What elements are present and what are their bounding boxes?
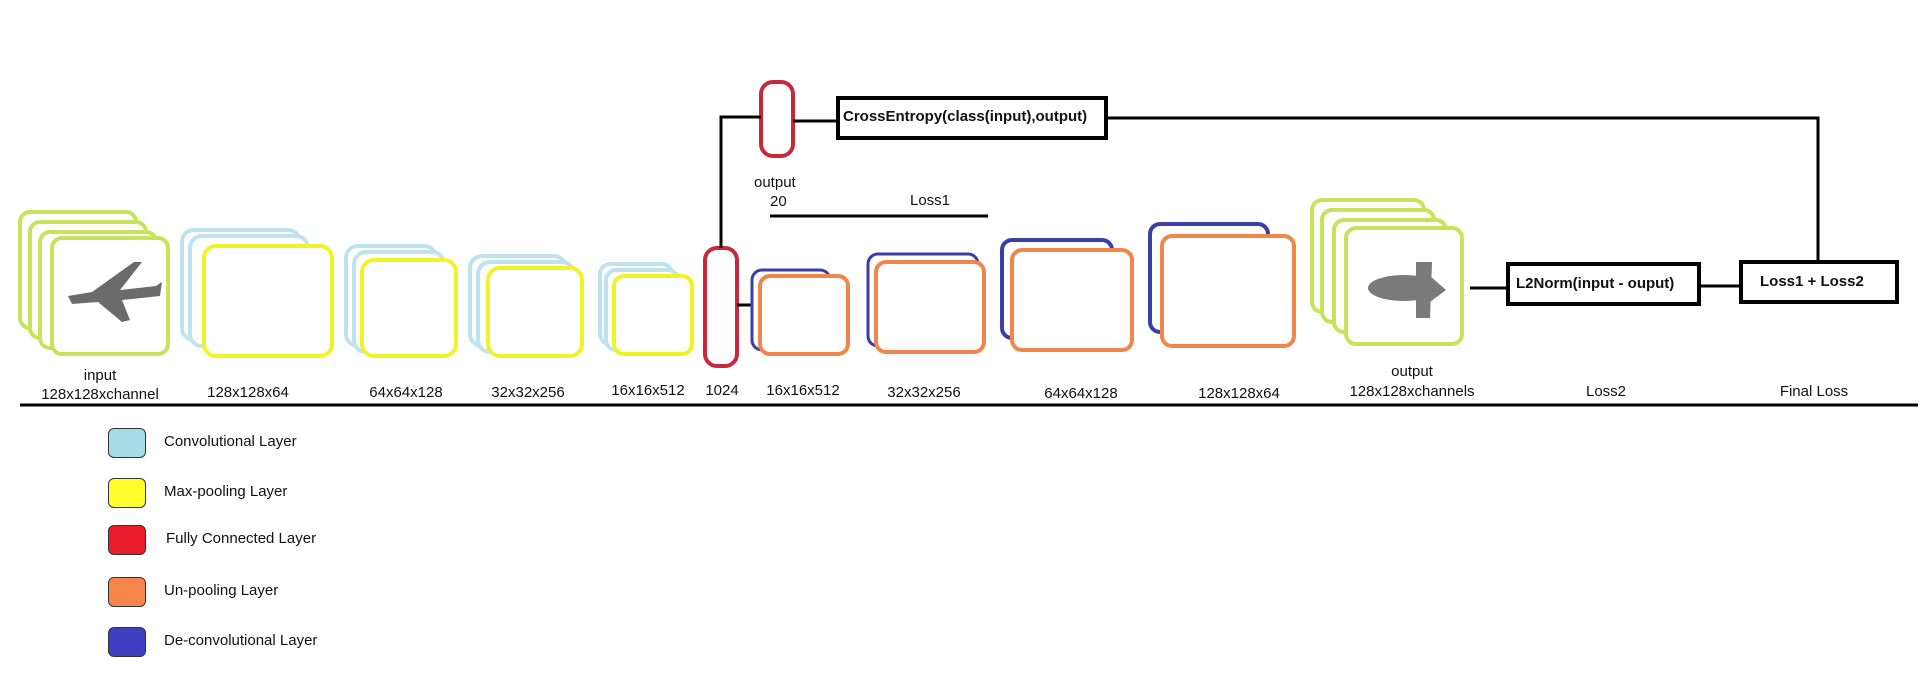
- legend-swatch-fc: [108, 525, 146, 555]
- legend-swatch-unpool: [108, 577, 146, 607]
- input-dims-label: 128x128xchannel: [41, 386, 159, 403]
- fc-label: 1024: [705, 382, 739, 399]
- input-image-stack: [18, 210, 170, 356]
- encoder-layer-32x32x256: [468, 254, 584, 358]
- fc-output-20: [759, 80, 795, 158]
- l2norm-text: L2Norm(input - ouput): [1516, 275, 1675, 292]
- legend-swatch-conv: [108, 428, 146, 458]
- crossentropy-text: CrossEntropy(class(input),output): [843, 108, 1088, 125]
- final-loss-label: Final Loss: [1779, 383, 1849, 400]
- legend-label: De-convolutional Layer: [164, 632, 318, 649]
- airplane-icon: [68, 262, 162, 322]
- encoder-layer-16x16x512: [598, 262, 694, 356]
- dec-layer-label-4: 128x128x64: [1198, 385, 1280, 402]
- decoder-layer-128x128x64: [1148, 222, 1296, 348]
- enc-layer-label-1: 128x128x64: [207, 384, 289, 401]
- classifier-output-dims: 20: [770, 193, 787, 210]
- decoder-layer-32x32x256: [866, 252, 986, 354]
- legend-swatch-pool: [108, 478, 146, 508]
- final-loss-text: Loss1 + Loss2: [1760, 273, 1864, 290]
- connector-lines: [20, 115, 1918, 407]
- dec-layer-label-1: 16x16x512: [766, 382, 840, 399]
- dec-layer-label-2: 32x32x256: [887, 384, 961, 401]
- decoder-layer-16x16x512: [750, 268, 850, 356]
- legend-label: Un-pooling Layer: [164, 582, 279, 599]
- loss1-label: Loss1: [909, 192, 951, 209]
- final-loss-box: [1739, 260, 1899, 304]
- legend-swatch-deconv: [108, 627, 146, 657]
- output-label: output: [1391, 363, 1433, 380]
- output-image-stack: [1310, 198, 1464, 346]
- legend-label: Fully Connected Layer: [166, 530, 317, 547]
- enc-layer-label-3: 32x32x256: [491, 384, 565, 401]
- crossentropy-box: [836, 96, 1108, 140]
- dec-layer-label-3: 64x64x128: [1044, 385, 1118, 402]
- l2norm-box: [1506, 262, 1701, 306]
- legend-label: Max-pooling Layer: [164, 483, 288, 500]
- output-dims-label: 128x128xchannels: [1349, 383, 1475, 400]
- decoder-layer-64x64x128: [1000, 238, 1134, 352]
- fc-layer-1024: [703, 246, 739, 368]
- encoder-layer-128x128x64: [180, 228, 334, 358]
- enc-layer-label-4: 16x16x512: [611, 382, 685, 399]
- reconstructed-airplane-icon: [1368, 262, 1446, 318]
- input-label: input: [83, 367, 117, 384]
- legend-label: Convolutional Layer: [164, 433, 297, 450]
- encoder-layer-64x64x128: [344, 244, 458, 358]
- loss2-label: Loss2: [1585, 383, 1627, 400]
- enc-layer-label-2: 64x64x128: [369, 384, 443, 401]
- classifier-output-label: output: [754, 174, 796, 191]
